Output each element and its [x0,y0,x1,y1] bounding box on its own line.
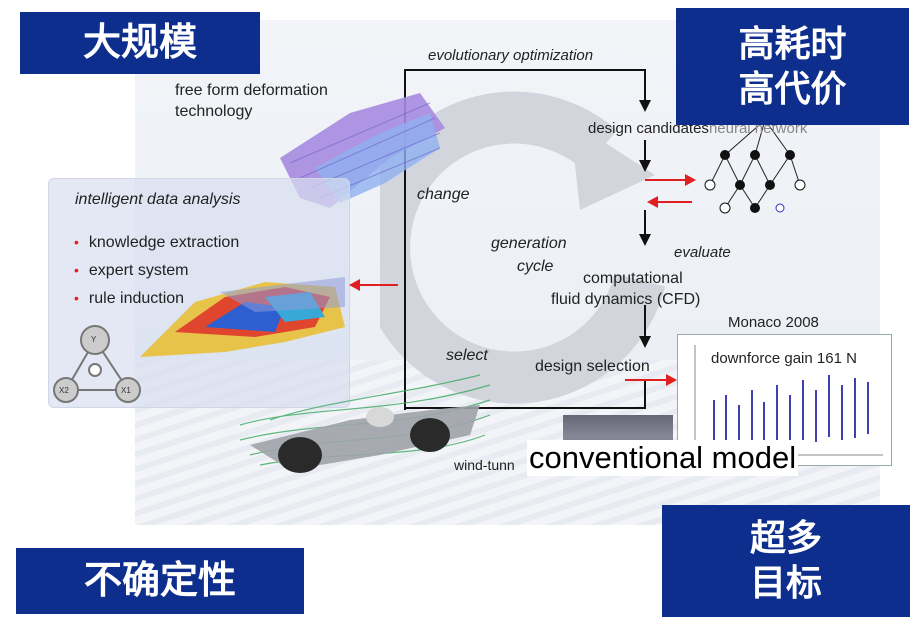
conventional-model-label: conventional model [527,440,799,476]
red-arrows [349,174,696,386]
flow-lines [404,69,651,410]
f1-car-graphic [239,374,491,473]
ffd-label-line2: technology [175,103,253,120]
monaco-label: Monaco 2008 [728,314,819,331]
label-large-scale: 大规模 [20,12,260,74]
label-many-objectives: 超多目标 [662,505,910,617]
data-surface-graphic [140,277,345,357]
downforce-scatter [694,345,883,456]
design-selection-label: design selection [535,358,650,375]
neural-network-graphic [704,115,806,214]
cfd-label-line2: fluid dynamics (CFD) [551,291,701,308]
cycle-label: cycle [517,258,554,275]
wind-tunnel-label: wind-tunn [454,457,515,473]
cfd-label-line1: computational [583,270,683,287]
evolutionary-optimization-label: evolutionary optimization [428,47,594,64]
bullet-icon: • [74,290,79,306]
change-label: change [417,186,470,203]
bullet-item: •knowledge extraction [74,234,240,251]
label-high-cost: 高耗时高代价 [676,8,909,125]
ffd-label-line1: free form deformation [175,82,328,99]
label-uncertainty: 不确定性 [16,548,304,614]
select-label: select [446,347,488,364]
graph-node-y: Y [91,335,97,344]
evaluate-label: evaluate [674,244,731,261]
downforce-title: downforce gain 161 N [711,350,857,367]
graph-node-x1: X1 [121,386,131,395]
bullet-item: •rule induction [74,290,185,307]
bullet-item: •expert system [74,262,189,279]
generation-label: generation [491,235,567,252]
intelligent-data-analysis-title: intelligent data analysis [75,191,241,208]
bayes-graph-graphic [53,325,141,403]
bullet-icon: • [74,262,79,278]
bullet-icon: • [74,234,79,250]
graph-node-x2: X2 [59,386,69,395]
